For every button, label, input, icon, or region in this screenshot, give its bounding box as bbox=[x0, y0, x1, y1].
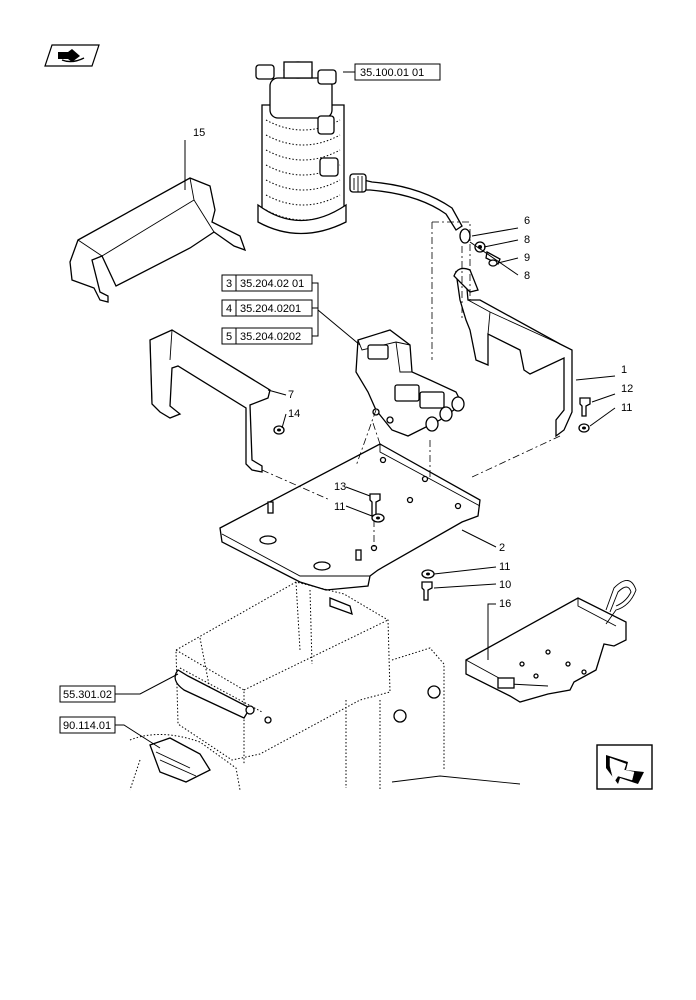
control-valve-block bbox=[355, 329, 465, 437]
callout-11-right: 11 bbox=[621, 402, 632, 414]
reference-chassis-2-text: 90.114.01 bbox=[63, 720, 111, 732]
callout-10: 10 bbox=[499, 579, 511, 591]
callout-12: 12 bbox=[621, 383, 633, 395]
bracket-part-7 bbox=[149, 329, 271, 473]
hydraulic-hose bbox=[349, 173, 463, 231]
leader-lines bbox=[115, 71, 616, 749]
reference-valve-1-index: 3 bbox=[226, 278, 232, 290]
callout-15: 15 bbox=[193, 127, 205, 139]
callout-11-middle: 11 bbox=[334, 501, 345, 513]
hydraulic-filter-assembly bbox=[255, 61, 347, 235]
callout-9: 9 bbox=[524, 252, 530, 264]
callout-8-upper: 8 bbox=[524, 234, 530, 246]
reference-valve-1[interactable]: 3 35.204.02 01 bbox=[221, 274, 313, 292]
callout-16: 16 bbox=[499, 598, 511, 610]
reference-filter-text: 35.100.01 01 bbox=[360, 67, 424, 79]
reference-valve-2-code: 35.204.0201 bbox=[240, 303, 301, 315]
reference-chassis-1-text: 55.301.02 bbox=[63, 689, 112, 701]
callout-14: 14 bbox=[288, 408, 300, 420]
callout-2: 2 bbox=[499, 542, 505, 554]
mounting-plate-part-2 bbox=[219, 443, 481, 591]
callout-13: 13 bbox=[334, 481, 346, 493]
callout-8-lower: 8 bbox=[524, 270, 530, 282]
callout-11-lower: 11 bbox=[499, 561, 510, 573]
tray-part-16 bbox=[465, 580, 637, 703]
bolts-and-washers bbox=[273, 397, 591, 601]
assembly-center-lines bbox=[261, 221, 561, 548]
book-arrow-icon[interactable] bbox=[44, 44, 100, 67]
reference-valve-3-index: 5 bbox=[226, 331, 232, 343]
callout-6: 6 bbox=[524, 215, 530, 227]
reference-chassis-1[interactable]: 55.301.02 bbox=[59, 685, 116, 703]
next-page-arrow-icon[interactable] bbox=[596, 744, 653, 790]
callout-7: 7 bbox=[288, 389, 294, 401]
reference-valve-2[interactable]: 4 35.204.0201 bbox=[221, 299, 313, 317]
reference-chassis-2[interactable]: 90.114.01 bbox=[59, 716, 116, 734]
reference-valve-3-code: 35.204.0202 bbox=[240, 331, 301, 343]
tractor-chassis-outline bbox=[129, 581, 521, 791]
reference-filter[interactable]: 35.100.01 01 bbox=[354, 63, 441, 81]
callout-1: 1 bbox=[621, 364, 627, 376]
reference-valve-1-code: 35.204.02 01 bbox=[240, 278, 304, 290]
reference-valve-3[interactable]: 5 35.204.0202 bbox=[221, 327, 313, 345]
cover-part-15 bbox=[69, 177, 247, 303]
reference-valve-2-index: 4 bbox=[226, 303, 232, 315]
bracket-part-1 bbox=[453, 267, 573, 438]
